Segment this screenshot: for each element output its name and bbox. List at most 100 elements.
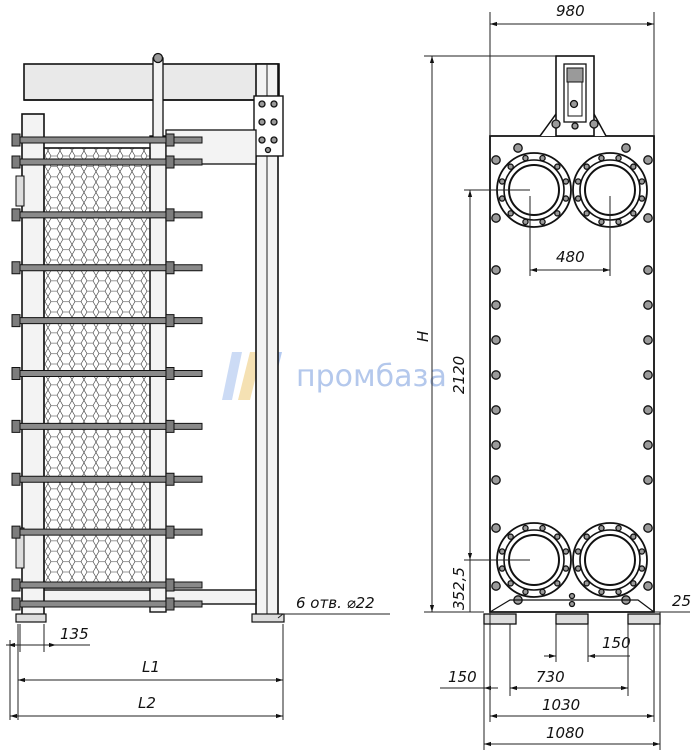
tie-rod-nut-right <box>165 261 175 275</box>
flange-bolt <box>539 524 546 532</box>
fixed-frame-plate <box>21 113 45 620</box>
tie-rod-nut-left <box>11 419 21 433</box>
flange-bolt <box>583 210 590 217</box>
flange-bolt <box>598 588 605 596</box>
tie-rod-nut-left <box>11 133 21 147</box>
dim-2120-label: 2120 <box>450 356 468 394</box>
frame-bolt <box>491 440 501 450</box>
dim-1030-label: 1030 <box>542 696 580 714</box>
frame-bolt <box>643 475 653 485</box>
tie-rod-nut-left <box>11 525 21 539</box>
tie-rod-nut-right <box>165 367 175 380</box>
flange-bolt <box>498 565 506 572</box>
frame-bolt <box>643 405 653 415</box>
tie-rod-nut-right <box>165 155 175 169</box>
flange-bolt <box>630 533 637 540</box>
top-carrying-bar <box>23 63 280 101</box>
frame-bolt <box>491 265 501 275</box>
frame-bolt <box>621 143 631 153</box>
front-view <box>483 55 661 625</box>
flange-bolt <box>615 154 622 162</box>
dim-150-right-label: 150 <box>602 634 631 652</box>
front-foot-right <box>627 613 661 625</box>
flange-bolt <box>498 178 506 185</box>
flange-bolt <box>638 565 646 572</box>
flange-bolt <box>638 178 646 185</box>
tie-rod-nut-right <box>165 578 175 592</box>
tie-rod-nut-left <box>11 314 21 328</box>
frame-bolt <box>491 213 501 223</box>
flange-bolt <box>630 580 637 587</box>
flange-bolt <box>598 154 605 162</box>
flange-bolt <box>583 533 590 540</box>
frame-bolt <box>491 370 501 380</box>
tie-rod-nut-right <box>165 419 175 433</box>
dim-25-label: 25 <box>672 592 691 610</box>
frame-bolt <box>513 143 523 153</box>
tie-rod-nut-right <box>165 208 175 222</box>
frame-bolt <box>491 335 501 345</box>
tie-rods <box>11 133 203 611</box>
frame-bolt <box>643 213 653 223</box>
dim-730-label: 730 <box>536 668 565 686</box>
frame-bolt <box>643 581 653 591</box>
column-bracket <box>253 95 284 157</box>
flange-bolt <box>583 163 590 170</box>
frame-bolt <box>643 370 653 380</box>
hole-note-label: 6 отв. ⌀22 <box>296 594 375 612</box>
flange-bolt <box>522 588 529 596</box>
tie-rod-nut-right <box>165 597 175 611</box>
port-opening <box>584 534 636 586</box>
flange-bolt <box>562 195 570 202</box>
flange-bolt <box>562 548 570 555</box>
tie-rod-nut-right <box>165 472 175 486</box>
frame-bolt <box>643 440 653 450</box>
frame-bolt <box>491 155 501 165</box>
tie-rod-nut-left <box>11 472 21 486</box>
dim-135-label: 135 <box>60 625 89 643</box>
tie-rod-nut-left <box>11 208 21 222</box>
frame-bolt <box>491 581 501 591</box>
flange-bolt <box>522 154 529 162</box>
front-view-dimensions: 980 480 H 2120 352,5 25 150 73 <box>414 2 691 750</box>
frame-bolt <box>643 335 653 345</box>
side-bolts <box>491 143 653 605</box>
frame-bolt <box>643 155 653 165</box>
watermark-text: промбаза <box>296 359 447 394</box>
flange-bolt <box>539 588 546 596</box>
tie-rod-nut-left <box>11 155 21 169</box>
flange-bolt <box>615 524 622 532</box>
dim-3525-label: 352,5 <box>450 567 468 610</box>
flange-bolt <box>562 565 570 572</box>
flange-bolt <box>507 163 514 170</box>
dim-150-left-label: 150 <box>448 668 477 686</box>
ports <box>496 152 648 598</box>
tie-rod-nut-right <box>165 314 175 328</box>
flange-bolt <box>615 218 622 226</box>
flange-bolt <box>598 218 605 226</box>
flange-bolt <box>630 163 637 170</box>
dim-480-label: 480 <box>556 248 585 266</box>
side-view <box>11 52 285 623</box>
tie-rod-nut-left <box>11 367 21 380</box>
flange-bolt <box>498 548 506 555</box>
flange-bolt <box>507 210 514 217</box>
flange-bolt <box>562 178 570 185</box>
flange-bolt <box>583 580 590 587</box>
flange-bolt <box>554 533 561 540</box>
flange-bolt <box>554 163 561 170</box>
flange-bolt <box>507 533 514 540</box>
frame-bolt <box>491 300 501 310</box>
tie-rod-nut-left <box>11 578 21 592</box>
flange-bolt <box>638 195 646 202</box>
flange-bolt <box>615 588 622 596</box>
flange-bolt <box>630 210 637 217</box>
dim-H-label: H <box>414 331 432 342</box>
flange-bolt <box>638 548 646 555</box>
flange-bolt <box>574 548 582 555</box>
flange-bolt <box>507 580 514 587</box>
flange-bolt <box>574 195 582 202</box>
tie-rod-nut-right <box>165 133 175 147</box>
lifting-eye-icon <box>152 52 164 64</box>
